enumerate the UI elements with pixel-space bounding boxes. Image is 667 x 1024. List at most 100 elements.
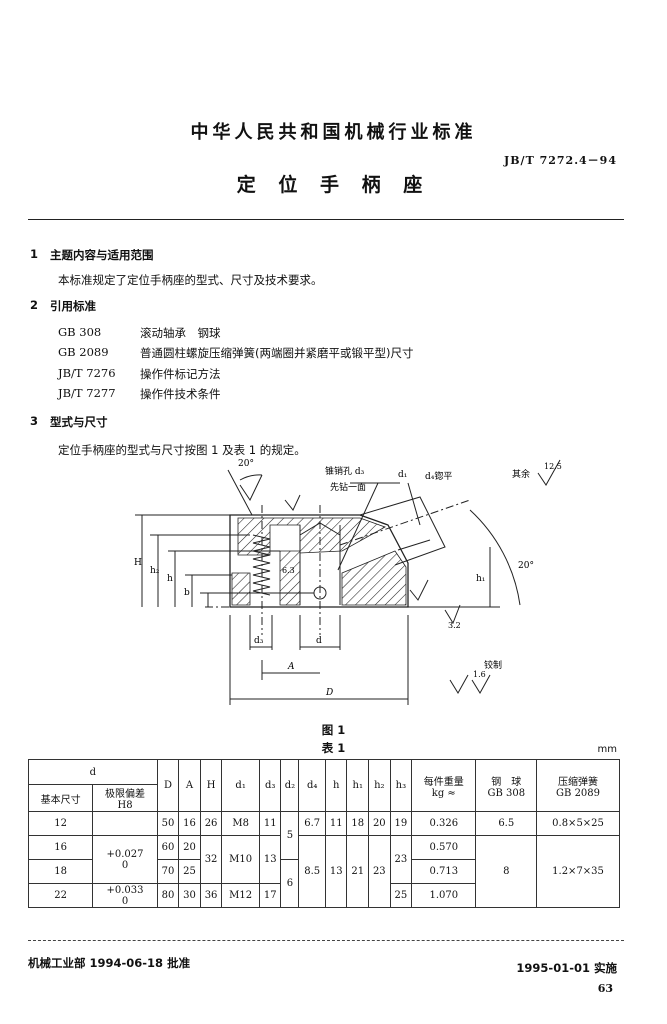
table-cell: 13: [324, 835, 348, 908]
table-cell: 20: [178, 835, 201, 860]
table-cell: 0.8×5×25: [536, 811, 620, 836]
table-cell: 8.5: [298, 835, 326, 908]
table-cell: 21: [346, 835, 370, 908]
ref-name: 操作件标记方法: [140, 367, 221, 381]
figure-1-drawing: 20° 20° 锥销孔 d₃ 先钻一面 d₁ d₄锪平 其余 12.5 3.2 …: [134, 459, 562, 705]
table-cell: 80: [156, 883, 180, 908]
col-header-H: H: [199, 759, 223, 812]
fig-label: h₂: [150, 566, 160, 576]
table-cell: 12: [27, 811, 94, 836]
table-cell: 0.326: [411, 811, 477, 836]
section-1-number: 1: [30, 247, 39, 261]
col-header-h1: h₁: [346, 759, 370, 812]
section-1-title: 主题内容与适用范围: [50, 248, 154, 262]
fig-label: h₁: [476, 574, 485, 584]
figure-caption: 图 1: [321, 723, 346, 737]
col-header-d2: d₂: [280, 759, 300, 812]
table-cell: 19: [389, 811, 413, 836]
effective-date: 1995-01-01 实施: [516, 961, 617, 975]
table-cell: 23: [368, 835, 391, 908]
section-2-number: 2: [30, 298, 39, 312]
fig-label: b: [184, 588, 190, 598]
ref-name: 普通圆柱螺旋压缩弹簧(两端圈并紧磨平或锻平型)尺寸: [140, 346, 414, 360]
table-cell: M10: [221, 835, 260, 884]
table-cell: 11: [324, 811, 348, 836]
section-hatch-mid: [279, 550, 301, 606]
table-cell: 13: [258, 835, 282, 884]
table-cell: 18: [27, 859, 94, 884]
section-1-body: 本标准规定了定位手柄座的型式、尺寸及技术要求。: [58, 273, 323, 287]
fig-label: h: [167, 574, 173, 584]
section-3-number: 3: [30, 414, 39, 428]
table-cell: 16: [27, 835, 94, 860]
section-hatch-right: [341, 550, 407, 606]
table-row: 12 50 16 26 M8 11 5 6.7 11 18 20 19 0.32…: [27, 811, 620, 860]
table-cell: 17: [258, 883, 282, 908]
col-header-h3: h₃: [389, 759, 413, 812]
fig-label: d₄锪平: [425, 470, 452, 482]
table-cell: 26: [199, 811, 223, 836]
col-header-d: d: [28, 759, 158, 785]
section-2-title: 引用标准: [50, 299, 96, 313]
table-cell: 60: [156, 835, 180, 860]
ref-code: GB 308: [58, 325, 102, 339]
table-cell: 0.713: [411, 859, 477, 884]
fig-label: 1.6: [473, 670, 486, 679]
fig-label: 其余: [512, 468, 530, 480]
table-cell: 6.7: [298, 811, 326, 836]
table-cell: 5: [280, 811, 300, 860]
fig-label: d₃: [254, 636, 264, 646]
table-cell: 0.570: [411, 835, 477, 860]
ref-name: 操作件技术条件: [140, 387, 221, 401]
fig-label: A: [287, 662, 295, 672]
col-header-base: 基本尺寸: [27, 784, 94, 812]
footer-rule: [28, 940, 624, 941]
col-header-h: h: [324, 759, 348, 812]
col-header-D: D: [156, 759, 180, 812]
table-cell: 36: [199, 883, 223, 908]
fig-label: 锥销孔 d₃: [325, 465, 365, 477]
fig-label: 3.2: [448, 621, 461, 630]
table-cell: 6.5: [475, 811, 538, 836]
fig-label: H: [134, 558, 142, 568]
document-title: 定 位 手 柄 座: [236, 174, 431, 196]
fig-label: D: [325, 688, 333, 698]
table-cell: 16: [178, 811, 201, 836]
table-caption: 表 1: [321, 741, 346, 755]
ref-name: 滚动轴承 钢球: [140, 326, 221, 340]
table-cell: 22: [27, 883, 94, 908]
ref-code: GB 2089: [58, 345, 109, 359]
col-header-d1: d₁: [221, 759, 260, 812]
fig-label: 先钻一面: [330, 481, 366, 493]
fig-label: 铰制: [484, 659, 502, 671]
table-cell: 20: [368, 811, 391, 836]
table-cell: 18: [346, 811, 370, 836]
table-cell: 30: [178, 883, 201, 908]
table-cell: M12: [221, 883, 260, 908]
table-row: 18 70 25 6 0.713: [27, 859, 620, 908]
col-header-h2: h₂: [368, 759, 391, 812]
table-unit: mm: [597, 744, 617, 755]
header-rule: [28, 219, 624, 220]
fig-label: 20°: [238, 459, 254, 469]
col-header-d4: d₄: [298, 759, 326, 812]
section-3-title: 型式与尺寸: [50, 415, 108, 429]
org-title: 中华人民共和国机械行业标准: [190, 122, 477, 143]
fig-label: 12.5: [544, 462, 562, 471]
table-cell: 25: [178, 859, 201, 884]
approval-note: 机械工业部 1994-06-18 批准: [28, 956, 191, 970]
table-cell: 11: [258, 811, 282, 836]
table-cell: 32: [199, 835, 223, 884]
fig-label: d₁: [398, 470, 407, 480]
section-hatch-left: [231, 572, 251, 606]
